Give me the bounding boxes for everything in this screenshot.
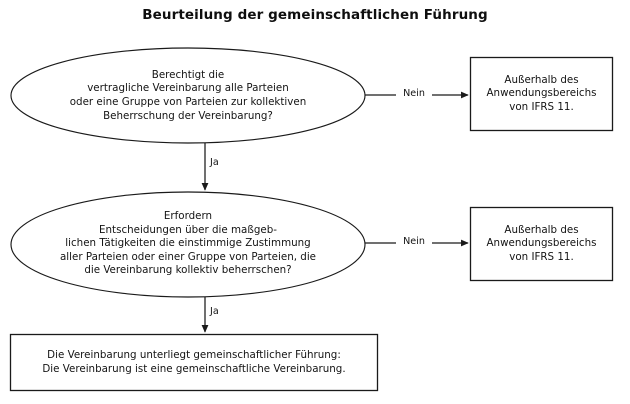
edge-label-ja-1: Ja [210,157,219,168]
outcome-2-box [469,206,614,282]
diagram-title: Beurteilung der gemeinschaftlichen Führu… [142,7,488,23]
outcome-1-box [469,56,614,132]
edge-label-nein-2: Nein [403,236,425,247]
decision-1-text: Berechtigt die vertragliche Vereinbarung… [69,68,307,122]
edge-label-nein-1: Nein [403,88,425,99]
decision-2-text: Erfordern Entscheidungen über die maßgeb… [59,210,317,277]
outcome-1-text: Außerhalb des Anwendungsbereichs von IFR… [486,73,597,113]
decision-2-ellipse [10,191,366,298]
result-box [9,333,379,392]
outcome-2-text: Außerhalb des Anwendungsbereichs von IFR… [486,223,597,263]
result-text: Die Vereinbarung unterliegt gemeinschaft… [42,348,346,375]
edge-label-ja-2: Ja [210,306,219,317]
